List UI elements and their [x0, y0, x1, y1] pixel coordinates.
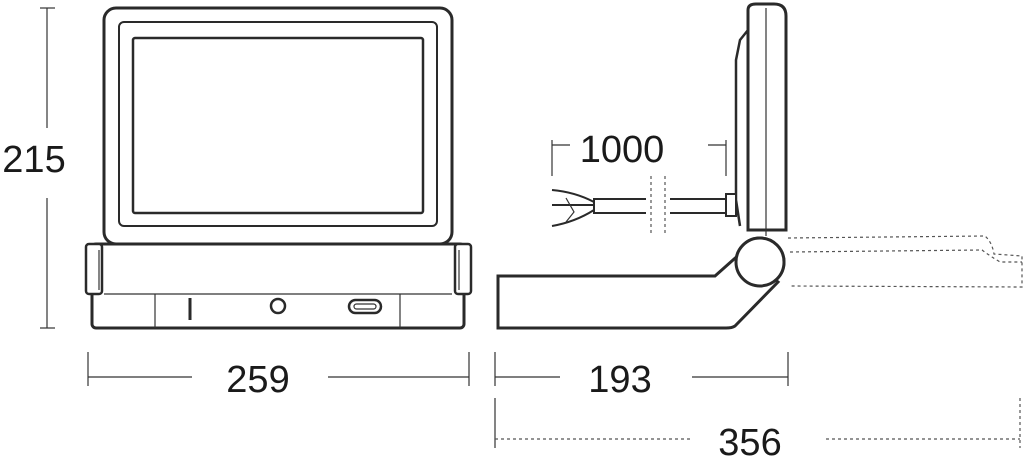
dimension-height: 215	[2, 7, 66, 329]
cable-gland	[725, 193, 737, 217]
dimension-cable-length: 1000	[551, 129, 727, 176]
side-depth-label: 193	[588, 359, 651, 401]
side-view	[496, 2, 1023, 330]
bracket-hole	[269, 297, 287, 315]
front-lens	[131, 36, 425, 215]
bracket-oblong-slot	[347, 298, 383, 315]
height-label: 215	[2, 139, 65, 181]
power-cable	[551, 176, 727, 236]
dimension-front-width: 259	[87, 352, 470, 401]
dimension-side-depth: 193	[494, 352, 789, 401]
front-bracket	[90, 242, 466, 330]
cable-length-label: 1000	[580, 129, 665, 171]
front-hinge-left	[84, 242, 104, 296]
front-view	[84, 6, 473, 330]
front-width-label: 259	[226, 359, 289, 401]
front-hinge-right	[453, 242, 473, 296]
tilted-position-outline	[787, 235, 1023, 288]
tilted-depth-label: 356	[718, 422, 781, 464]
front-housing	[102, 6, 454, 246]
dimension-tilted-depth: 356	[494, 398, 1021, 464]
front-inner-frame	[118, 21, 438, 227]
side-luminaire-body	[746, 2, 788, 232]
